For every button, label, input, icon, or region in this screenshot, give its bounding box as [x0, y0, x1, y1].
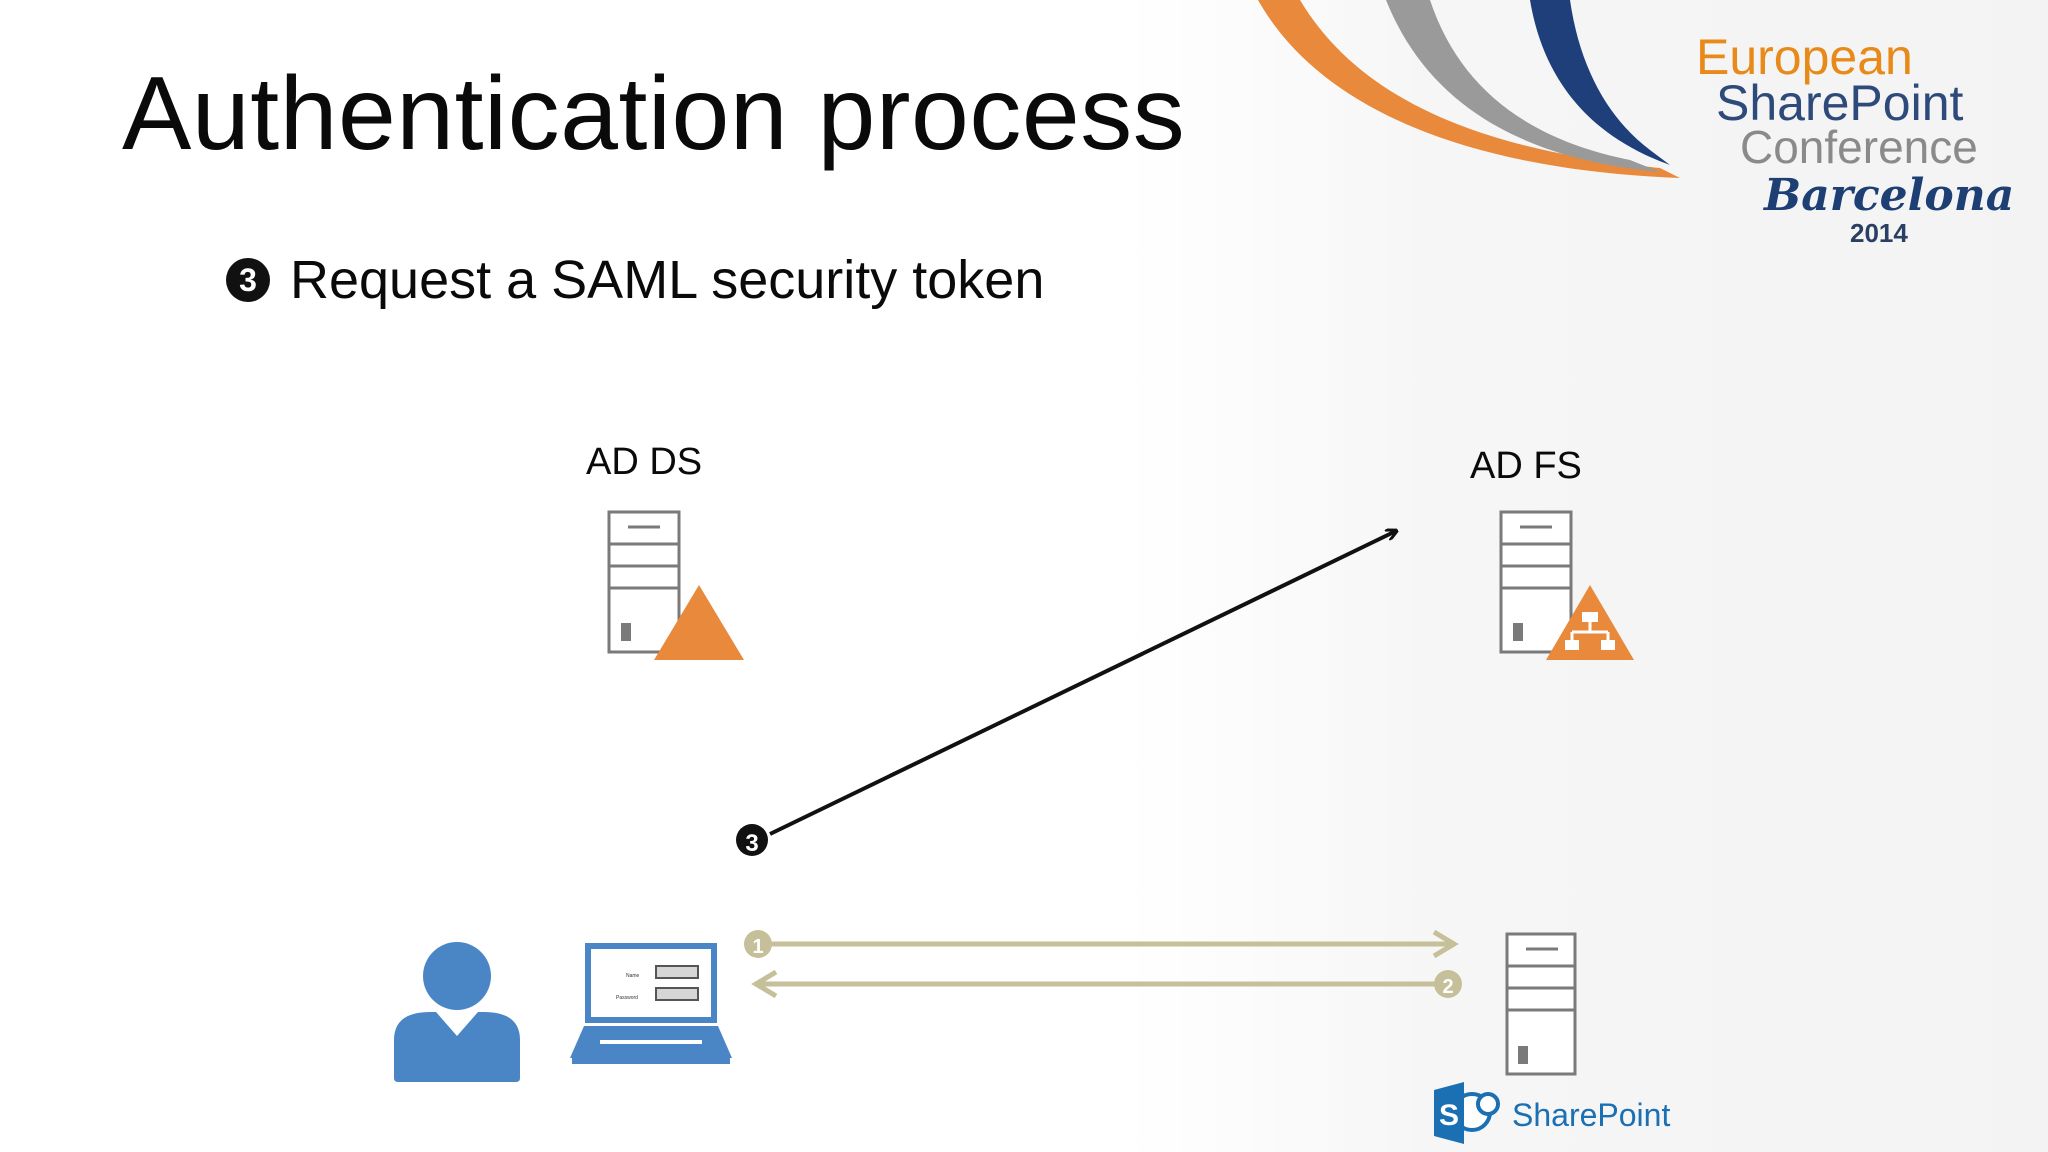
step3-badge-label: 3 [745, 830, 758, 857]
bullet-number-badge: 3 [226, 258, 270, 302]
sharepoint-server-icon [1505, 932, 1577, 1076]
user-icon [394, 942, 520, 1082]
slide-title: Authentication process [122, 56, 1186, 172]
conference-logo: European SharePoint Conference Barcelona… [1640, 20, 2014, 260]
ad-fs-federation-icon [1546, 585, 1634, 660]
step2-arrow [751, 969, 1446, 999]
logo-line-european: European [1696, 29, 1913, 85]
step1-arrow [758, 929, 1459, 959]
step1-badge-label: 1 [752, 936, 763, 958]
step3-arrow [769, 531, 1396, 836]
ad-ds-triangle-icon [654, 585, 744, 660]
sharepoint-logo-letter: S [1439, 1099, 1459, 1132]
sharepoint-label: SharePoint [1512, 1097, 1671, 1133]
ad-ds-server-icon [607, 510, 681, 654]
logo-line-sharepoint: SharePoint [1716, 75, 1964, 131]
ad-fs-label: AD FS [1470, 445, 1582, 487]
logo-line-conference: Conference [1740, 121, 1978, 173]
laptop-field-password: Password [616, 995, 638, 1001]
logo-line-year: 2014 [1850, 218, 1908, 248]
step2-badge: 2 [1434, 970, 1462, 998]
step3-badge: 3 [736, 824, 768, 857]
laptop-icon: Name Password [570, 943, 732, 1064]
step1-badge: 1 [744, 930, 772, 958]
ad-ds-label: AD DS [586, 441, 703, 483]
bullet-point: 3 Request a SAML security token [226, 248, 1044, 312]
bullet-text: Request a SAML security token [290, 250, 1045, 310]
ad-fs-server-icon [1499, 510, 1573, 654]
logo-line-barcelona: Barcelona [1764, 170, 2015, 221]
laptop-field-name: Name [626, 973, 640, 979]
sharepoint-logo-icon: S [1434, 1082, 1500, 1144]
step2-badge-label: 2 [1442, 976, 1453, 998]
